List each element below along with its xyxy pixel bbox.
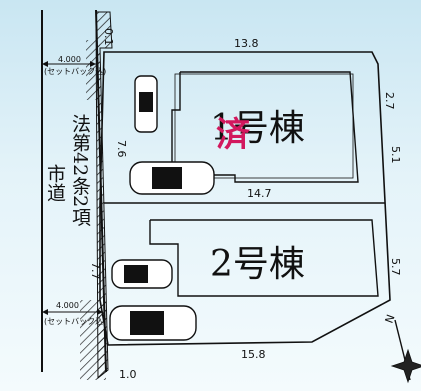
lot-mid-right-side: 5.1 [389,146,402,164]
road-article: 法第42条2項 [69,114,91,227]
divider-length: 14.7 [247,187,272,200]
sold-mark: 済 [216,115,251,155]
car-icon [111,259,173,289]
building-2-outline [149,219,379,297]
compass-icon [390,348,421,384]
car-icon [109,305,197,341]
lower-left-depth: 7.7 [89,262,102,280]
lot-top-right-side: 2.7 [383,92,396,110]
setback-top-note: (セットバック込) [44,67,106,76]
building-2-label: 2号棟 [210,244,305,285]
lot-outline [99,51,391,346]
bottom-corner-length: 1.0 [119,368,137,381]
setback-top: 4.000 [58,55,81,64]
setback-bottom-note: (セットバック込) [44,317,106,326]
building-1-label: 1号棟 [210,108,305,149]
car-icon [129,161,215,195]
car-icon [134,75,158,133]
upper-left-depth: 7.6 [115,140,128,158]
north-label: N [383,313,398,325]
setback-bottom: 4.000 [56,301,79,310]
lot-lower-right-side: 5.7 [389,258,402,276]
top-corner-length: 0.1 [102,28,115,46]
lot-top-width: 13.8 [234,37,259,50]
road-name: 市道 [44,164,66,202]
lot-bottom-width: 15.8 [241,348,266,361]
setback-hatch-upper [86,40,100,100]
